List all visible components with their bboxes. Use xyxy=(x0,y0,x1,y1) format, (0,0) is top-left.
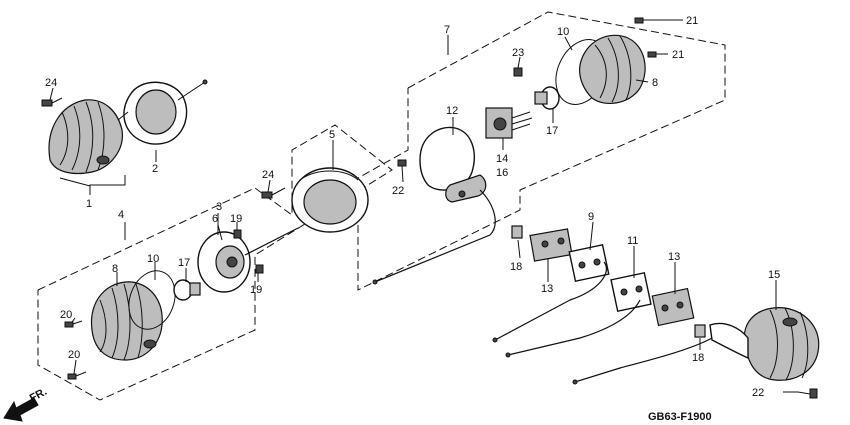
direction-label: FR. xyxy=(28,386,49,405)
leader-lines xyxy=(49,19,798,393)
callout-labels: 1 2 3 4 5 6 7 8 8 9 10 10 11 12 13 13 14… xyxy=(45,15,780,399)
callout-21-upper: 21 xyxy=(686,15,698,27)
callout-18-upper: 18 xyxy=(510,261,522,273)
lens-15 xyxy=(743,307,820,381)
collar-5 xyxy=(291,167,369,233)
collar-18-upper xyxy=(511,225,523,239)
cushion-13-upper xyxy=(529,228,573,262)
callout-19-upper: 19 xyxy=(230,213,242,225)
callout-5: 5 xyxy=(329,129,335,141)
bulb-17-right xyxy=(534,86,560,110)
callout-11: 11 xyxy=(627,235,638,247)
callout-21-lower: 21 xyxy=(672,49,684,61)
callout-17-right: 17 xyxy=(546,125,558,137)
bulb-17-left xyxy=(173,279,201,301)
callout-20-upper: 20 xyxy=(60,309,72,321)
callout-3: 3 xyxy=(216,201,222,213)
nut-23 xyxy=(513,67,523,77)
screw-24-mid xyxy=(261,187,286,199)
turn-signal-bottom-right xyxy=(492,225,820,399)
screw-21-upper xyxy=(634,17,644,24)
assembly-outline-left xyxy=(37,124,393,401)
housing-12 xyxy=(419,126,475,191)
callout-15: 15 xyxy=(768,269,780,281)
callout-18-lower: 18 xyxy=(692,352,704,364)
callout-14: 14 xyxy=(496,153,508,165)
socket-14 xyxy=(485,107,533,139)
lens-1 xyxy=(48,99,123,175)
screw-22-bottom xyxy=(797,388,818,399)
callout-13-left: 13 xyxy=(541,283,553,295)
callout-24-top: 24 xyxy=(45,77,57,89)
rear-turn-signal-right xyxy=(372,17,657,285)
plate-9 xyxy=(568,243,610,283)
callout-1: 1 xyxy=(86,198,92,210)
lens-8-right xyxy=(579,34,646,105)
gasket-10-left xyxy=(128,270,176,330)
callout-19-lower: 19 xyxy=(250,284,262,296)
screw-20-upper xyxy=(64,320,83,328)
clip-19-lower xyxy=(255,264,264,274)
callout-6: 6 xyxy=(212,213,218,225)
rear-turn-signal-left xyxy=(64,227,299,380)
screw-22-right xyxy=(397,159,407,167)
cushion-13-lower xyxy=(651,287,695,327)
lens-8-left xyxy=(90,281,163,361)
callout-23: 23 xyxy=(512,47,524,59)
clip-19-upper xyxy=(233,229,242,239)
callout-22-bottom: 22 xyxy=(752,387,764,399)
screw-21-lower xyxy=(647,51,657,58)
front-turn-signal-top-left xyxy=(41,79,208,175)
front-direction-indicator: FR. xyxy=(3,386,49,422)
callout-16: 16 xyxy=(496,167,508,179)
stay-15 xyxy=(709,322,749,360)
callout-13-right: 13 xyxy=(668,251,680,263)
callout-8-left: 8 xyxy=(112,263,118,275)
assembly-outline-right xyxy=(357,11,726,291)
socket-3 xyxy=(197,227,299,293)
screw-20-lower xyxy=(67,371,87,380)
callout-24-mid: 24 xyxy=(262,169,274,181)
callout-7: 7 xyxy=(444,24,450,36)
callout-12: 12 xyxy=(446,105,458,117)
plate-11 xyxy=(610,271,652,313)
callout-4: 4 xyxy=(118,209,124,221)
diagram-code: GB63-F1900 xyxy=(648,411,712,423)
callout-2: 2 xyxy=(152,163,158,175)
callout-22-left: 22 xyxy=(392,185,404,197)
callout-17-left: 17 xyxy=(178,257,190,269)
collar-18-lower xyxy=(694,324,706,338)
callout-10-right: 10 xyxy=(557,26,569,38)
screw-24-top xyxy=(41,97,63,107)
callout-9: 9 xyxy=(588,211,594,223)
callout-10-left: 10 xyxy=(147,253,159,265)
front-arrow-icon xyxy=(3,397,39,422)
bracket-12 xyxy=(445,174,487,203)
callout-8-right: 8 xyxy=(652,77,658,89)
callout-20-lower: 20 xyxy=(68,349,80,361)
